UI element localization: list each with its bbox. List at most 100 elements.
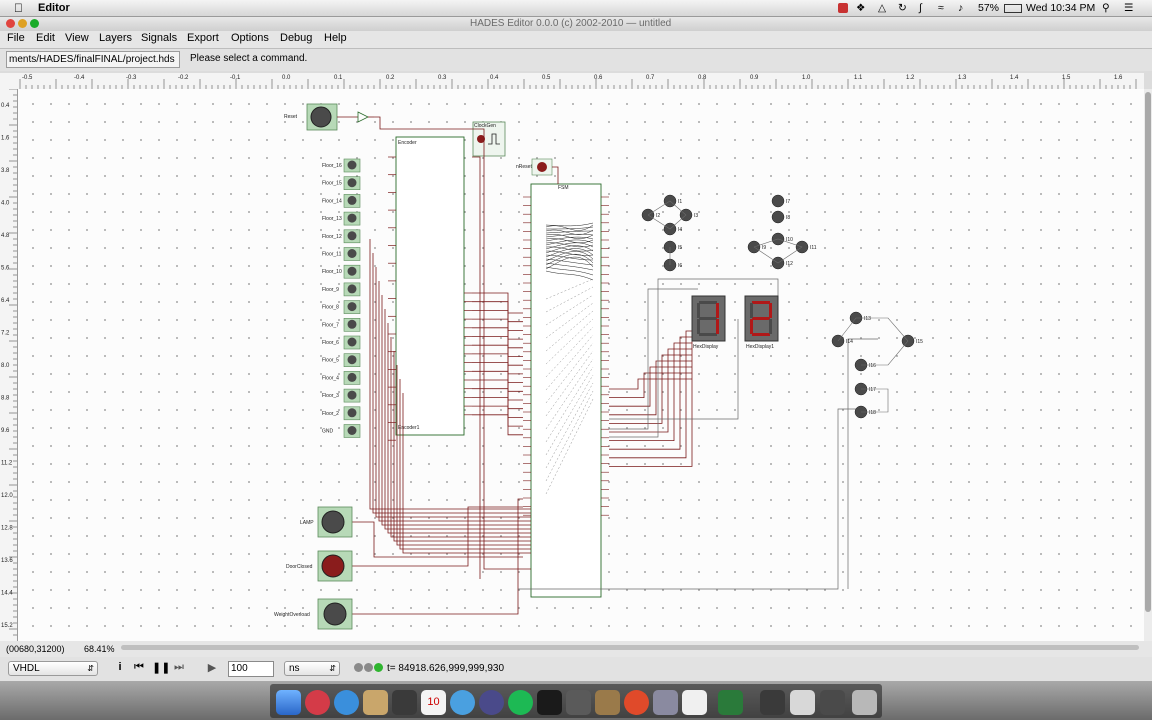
encoder-block[interactable]: Encoder Encoder1 bbox=[388, 136, 472, 441]
vertical-ruler-ticks: 0.41.63.84.04.85.66.47.28.08.89.611.212.… bbox=[1, 88, 17, 636]
time-machine-icon[interactable]: ↻ bbox=[898, 2, 907, 14]
minimized-window-icon[interactable] bbox=[760, 690, 785, 715]
trash-icon[interactable] bbox=[852, 690, 877, 715]
output-led-label: I10 bbox=[786, 237, 793, 243]
steps-input[interactable]: 100 bbox=[228, 661, 274, 677]
app-store-icon[interactable] bbox=[334, 690, 359, 715]
minimized-window-3-icon[interactable] bbox=[820, 690, 845, 715]
select-arrow-icon: ⇵ bbox=[87, 664, 94, 673]
menu-file[interactable]: File bbox=[7, 32, 25, 44]
zoom-window-button[interactable] bbox=[30, 19, 39, 28]
app-name[interactable]: Editor bbox=[38, 2, 70, 14]
floor-inputs[interactable]: Floor_16Floor_15Floor_14Floor_13Floor_12… bbox=[322, 158, 361, 438]
menu-edit[interactable]: Edit bbox=[36, 32, 55, 44]
input-floor-6[interactable]: Floor_6 bbox=[322, 335, 361, 350]
itunes-icon[interactable] bbox=[305, 690, 330, 715]
input-floor-13[interactable]: Floor_13 bbox=[322, 211, 361, 226]
horizontal-scroll-thumb[interactable] bbox=[121, 645, 1139, 650]
preview-icon[interactable] bbox=[392, 690, 417, 715]
chrome-icon[interactable] bbox=[624, 690, 649, 715]
spotlight-icon[interactable]: ⚲ bbox=[1102, 2, 1110, 14]
menu-help[interactable]: Help bbox=[324, 32, 347, 44]
h-ruler-label: 1.3 bbox=[958, 75, 967, 81]
menu-layers[interactable]: Layers bbox=[99, 32, 133, 44]
floor-input-label: Floor_15 bbox=[322, 181, 342, 187]
output-led-label: I18 bbox=[869, 410, 876, 416]
time-unit-select[interactable]: ns ⇵ bbox=[284, 661, 340, 676]
input-floor-15[interactable]: Floor_15 bbox=[322, 176, 361, 190]
spotify-icon[interactable] bbox=[508, 690, 533, 715]
command-row: ments/HADES/finalFINAL/project.hds Pleas… bbox=[0, 49, 1152, 71]
apple-icon[interactable]:  bbox=[14, 1, 23, 15]
close-window-button[interactable] bbox=[6, 19, 15, 28]
notification-center-icon[interactable]: ☰ bbox=[1124, 2, 1134, 14]
play-icon[interactable]: ▶ bbox=[207, 662, 217, 674]
info-icon[interactable]: i bbox=[118, 661, 122, 673]
fsm-block[interactable]: FSM bbox=[523, 183, 609, 598]
input-floor-5[interactable]: Floor_5 bbox=[322, 353, 361, 368]
input-floor-4[interactable]: Floor_4 bbox=[322, 371, 361, 385]
menu-debug[interactable]: Debug bbox=[280, 32, 313, 44]
menu-view[interactable]: View bbox=[65, 32, 89, 44]
v-ruler-label: 6.4 bbox=[1, 298, 10, 304]
input-floor-16[interactable]: Floor_16 bbox=[322, 158, 361, 173]
clock[interactable]: Wed 10:34 PM bbox=[1026, 2, 1096, 14]
disk-utility-icon[interactable] bbox=[566, 690, 591, 715]
rewind-icon[interactable]: ⏮ bbox=[134, 661, 144, 673]
recording-icon[interactable] bbox=[838, 3, 848, 13]
input-floor-12[interactable]: Floor_12 bbox=[322, 229, 361, 244]
output-led-label: I2 bbox=[656, 213, 660, 219]
output-led: I14 bbox=[831, 334, 853, 348]
input-nreset[interactable]: nReset bbox=[516, 158, 553, 176]
v-ruler-label: 14.4 bbox=[1, 591, 13, 597]
pause-icon[interactable]: ❚❚ bbox=[152, 662, 171, 674]
editor-app-icon[interactable] bbox=[718, 690, 743, 715]
language-select[interactable]: VHDL ⇵ bbox=[8, 661, 98, 676]
calendar-icon[interactable]: 10 bbox=[421, 690, 446, 715]
battery-percent[interactable]: 57% bbox=[978, 2, 1000, 14]
volume-icon[interactable]: ♪ bbox=[958, 2, 964, 14]
menu-options[interactable]: Options bbox=[231, 32, 269, 44]
h-ruler-label: 0.1 bbox=[334, 75, 343, 81]
wire-network-gray bbox=[518, 278, 878, 590]
java-icon[interactable] bbox=[682, 690, 707, 715]
input-floor-14[interactable]: Floor_14 bbox=[322, 194, 361, 208]
input-reset[interactable]: Reset bbox=[284, 103, 374, 131]
menu-signals[interactable]: Signals bbox=[141, 32, 178, 44]
terminal-icon[interactable] bbox=[537, 690, 562, 715]
menu-export[interactable]: Export bbox=[187, 32, 219, 44]
input-floor-3[interactable]: Floor_3 bbox=[322, 388, 361, 403]
messages-icon[interactable] bbox=[450, 690, 475, 715]
input-floor-2[interactable]: Floor_2 bbox=[322, 406, 361, 421]
input-lamp[interactable]: LAMP bbox=[300, 506, 353, 538]
finder-icon[interactable] bbox=[276, 690, 301, 715]
input-door-closed[interactable]: DoorClosed bbox=[286, 550, 353, 582]
browser-icon[interactable] bbox=[479, 690, 504, 715]
schematic[interactable]: Reset ClockGen nReset Floor_16Floor_15Fl… bbox=[18, 89, 1144, 641]
photos-icon[interactable] bbox=[595, 690, 620, 715]
file-path-field[interactable]: ments/HADES/finalFINAL/project.hds bbox=[6, 51, 180, 68]
utility-icon[interactable] bbox=[363, 690, 388, 715]
input-floor-7[interactable]: Floor_7 bbox=[322, 318, 361, 332]
vertical-scroll-thumb[interactable] bbox=[1145, 92, 1151, 612]
input-weight-overload[interactable]: WeightOverload bbox=[274, 598, 353, 630]
step-forward-icon[interactable]: ⏭ bbox=[174, 661, 184, 673]
input-floor-10[interactable]: Floor_10 bbox=[322, 264, 361, 279]
app-icon[interactable] bbox=[653, 690, 678, 715]
dropbox-icon[interactable]: ❖ bbox=[856, 2, 866, 14]
airplay-icon[interactable]: △ bbox=[878, 2, 887, 14]
input-floor-8[interactable]: Floor_8 bbox=[322, 300, 361, 314]
clock-generator[interactable]: ClockGen bbox=[472, 121, 506, 157]
input-floor-9[interactable]: Floor_9 bbox=[322, 282, 361, 297]
input-gnd[interactable]: GND bbox=[322, 424, 361, 438]
input-floor-11[interactable]: Floor_11 bbox=[322, 247, 361, 261]
fsm-label: FSM bbox=[558, 185, 569, 191]
input-door-closed-label: DoorClosed bbox=[286, 564, 313, 570]
bluetooth-icon[interactable]: ∫ bbox=[919, 2, 922, 14]
wifi-icon[interactable]: ≈ bbox=[938, 2, 944, 14]
minimized-window-2-icon[interactable] bbox=[790, 690, 815, 715]
minimize-window-button[interactable] bbox=[18, 19, 27, 28]
